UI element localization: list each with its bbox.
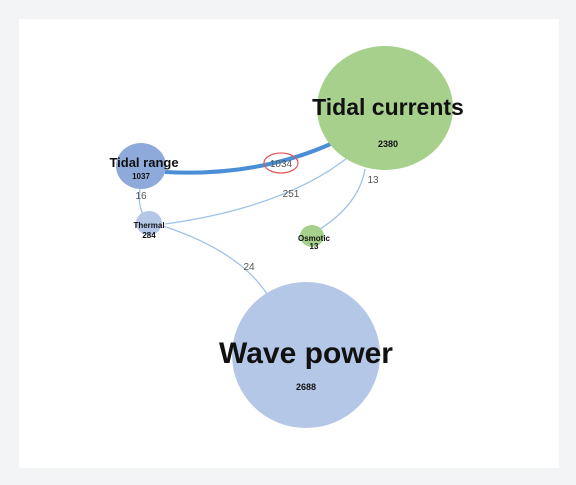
node-label-thermal: Thermal <box>133 221 164 230</box>
edge-tidal-range-tidal-currents <box>164 140 336 175</box>
edge-labels: 1034 16 251 13 24 <box>135 159 379 273</box>
diagram-canvas: 1034 16 251 13 24 Tidal currents 2380 Wa… <box>19 19 559 468</box>
node-label-wave-power: Wave power <box>219 337 393 370</box>
node-thermal[interactable] <box>136 211 162 235</box>
node-value-osmotic: 13 <box>310 242 319 251</box>
node-value-tidal-currents: 2380 <box>378 139 398 149</box>
node-label-tidal-range: Tidal range <box>109 155 178 170</box>
node-label-osmotic: Osmotic <box>298 234 331 243</box>
node-tidal-currents[interactable] <box>317 46 453 170</box>
edge-label-24: 24 <box>243 262 255 273</box>
edge-label-1034: 1034 <box>270 159 293 170</box>
edge-label-13: 13 <box>367 175 379 186</box>
edge-thermal-wave-power <box>162 225 268 295</box>
nodes <box>116 46 453 428</box>
edges <box>138 140 366 295</box>
edge-thermal-tidal-currents <box>164 154 352 225</box>
node-label-tidal-currents: Tidal currents <box>312 94 464 120</box>
node-wave-power[interactable] <box>232 282 380 428</box>
node-value-thermal: 284 <box>142 231 156 240</box>
node-tidal-range[interactable] <box>116 143 166 189</box>
highlight-ellipse <box>263 152 299 174</box>
edge-osmotic-tidal-currents <box>316 168 366 232</box>
node-value-wave-power: 2688 <box>296 382 316 392</box>
network-diagram: 1034 16 251 13 24 Tidal currents 2380 Wa… <box>109 46 464 428</box>
edge-label-251: 251 <box>283 189 300 200</box>
node-value-tidal-range: 1037 <box>132 172 150 181</box>
node-osmotic[interactable] <box>300 225 324 247</box>
node-labels: Tidal currents 2380 Wave power 2688 Tida… <box>109 94 463 392</box>
edge-label-16: 16 <box>135 191 147 202</box>
